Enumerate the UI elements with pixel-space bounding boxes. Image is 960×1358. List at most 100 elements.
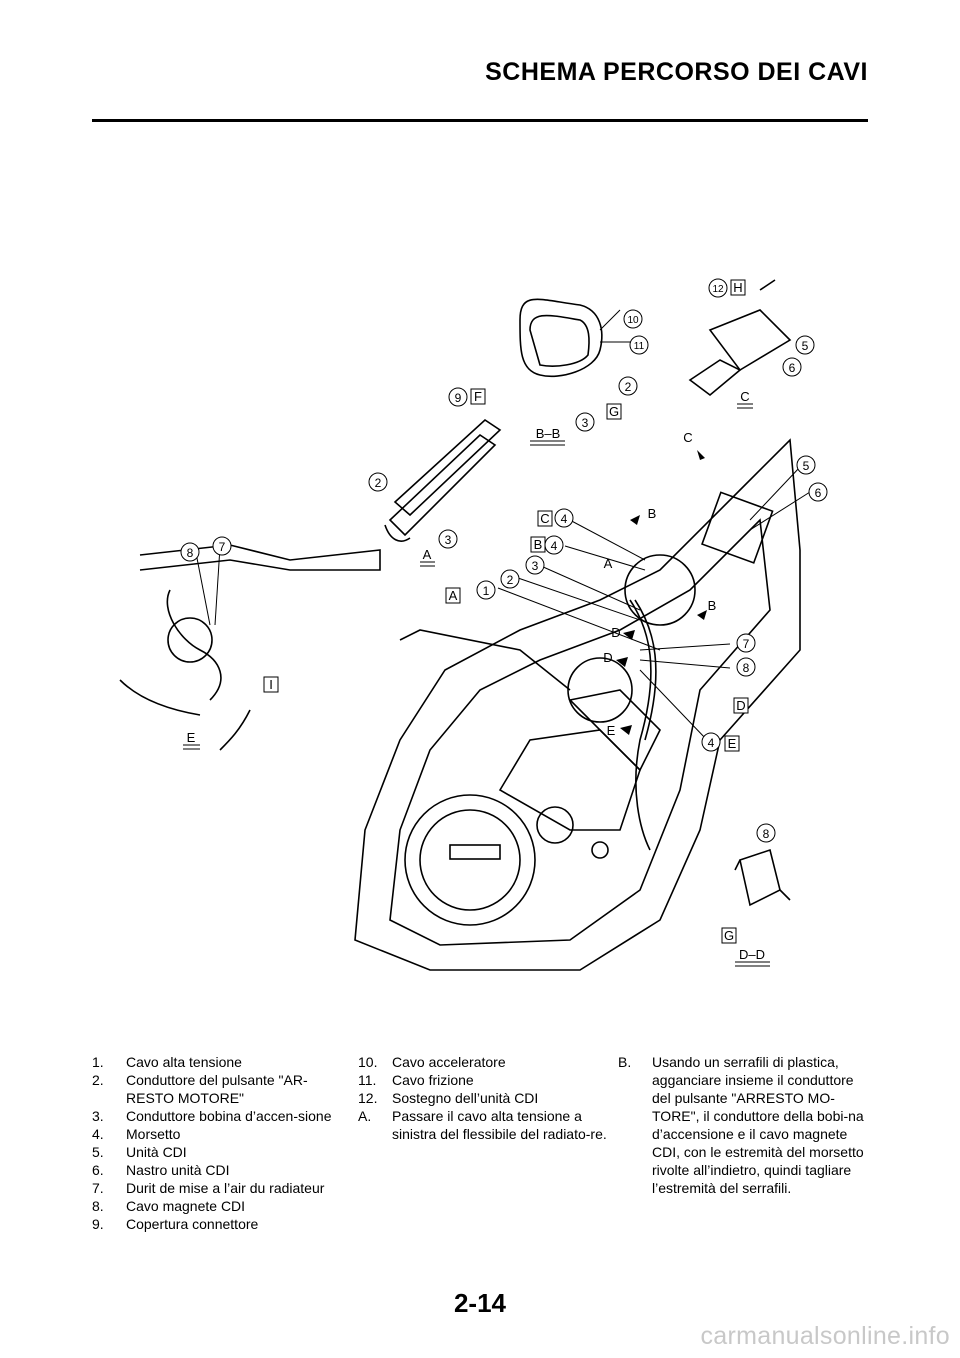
legend-item: B.Usando un serrafili di plastica, aggan…: [618, 1054, 864, 1196]
svg-text:3: 3: [532, 559, 539, 573]
section-box-f: F: [470, 388, 486, 405]
svg-text:10: 10: [627, 315, 639, 326]
callout-10: 10: [623, 309, 643, 329]
legend-item: 5.Unità CDI: [92, 1144, 187, 1160]
callout-6: 6: [808, 482, 828, 502]
page-number: 2-14: [453, 1288, 507, 1318]
section-box-h: H: [730, 279, 746, 296]
svg-text:B: B: [708, 598, 717, 613]
svg-text:G: G: [609, 404, 619, 419]
page-title: SCHEMA PERCORSO DEI CAVI: [485, 58, 868, 86]
callout-2c: 2: [618, 376, 638, 396]
detail-circle-a: [624, 554, 696, 626]
svg-text:5: 5: [802, 339, 809, 353]
legend-item: A.Passare il cavo alta tensione a sinist…: [358, 1108, 607, 1142]
svg-text:8: 8: [743, 661, 750, 675]
callout-8c: 8: [756, 823, 776, 843]
svg-text:11: 11: [634, 341, 645, 352]
svg-text:9: 9: [455, 391, 462, 405]
callout-11: 11: [629, 335, 649, 355]
section-box-i: I: [263, 676, 279, 693]
callout-4b: 4: [544, 535, 564, 555]
svg-text:12: 12: [712, 284, 724, 295]
svg-text:5: 5: [803, 459, 810, 473]
svg-text:E: E: [728, 736, 737, 751]
frame-outline: [354, 438, 801, 971]
callout-3c: 3: [575, 412, 595, 432]
view-label-e: E: [187, 730, 196, 745]
svg-text:F: F: [474, 389, 482, 404]
callout-7b: 7: [212, 536, 232, 556]
section-box-e: E: [724, 735, 740, 752]
section-box-d: D: [733, 697, 749, 714]
svg-text:4: 4: [551, 539, 558, 553]
section-box-c: C: [537, 510, 553, 527]
svg-text:C: C: [683, 430, 692, 445]
svg-text:3: 3: [445, 533, 452, 547]
section-box-g2: G: [721, 927, 737, 944]
callout-12: 12: [708, 278, 728, 298]
callout-8b: 8: [180, 542, 200, 562]
view-bb-sketch: [519, 298, 603, 377]
legend-item: 10.Cavo acceleratore: [358, 1054, 506, 1070]
svg-text:4: 4: [561, 512, 568, 526]
view-label-a: A: [423, 547, 432, 562]
legend-item: 9.Copertura connettore: [92, 1216, 259, 1232]
svg-text:6: 6: [815, 486, 822, 500]
svg-text:7: 7: [743, 637, 750, 651]
svg-text:C: C: [540, 511, 549, 526]
cable-bundle: [629, 599, 652, 851]
callout-6b: 6: [782, 357, 802, 377]
svg-text:1: 1: [483, 584, 490, 598]
callout-5: 5: [796, 455, 816, 475]
legend-column-2: 10.Cavo acceleratore 11.Cavo frizione 12…: [358, 1053, 608, 1143]
legend-item: 8.Cavo magnete CDI: [92, 1198, 246, 1214]
callout-5b: 5: [795, 335, 815, 355]
detail-circle: [567, 657, 633, 723]
view-e-sketch: [139, 544, 381, 571]
svg-text:6: 6: [789, 361, 796, 375]
legend-item: 3.Conduttore bobina d’accen-sione: [92, 1108, 332, 1124]
svg-text:D: D: [736, 698, 745, 713]
svg-text:8: 8: [187, 546, 194, 560]
legend-item: 6.Nastro unità CDI: [92, 1162, 230, 1178]
header-rule: [92, 119, 868, 122]
view-dd-sketch: [739, 848, 781, 907]
legend-item: 2.Conduttore del pulsante "AR-RESTO MOTO…: [92, 1072, 308, 1106]
svg-text:I: I: [269, 677, 273, 692]
view-c-sketch: [708, 309, 792, 372]
legend-column-3: B.Usando un serrafili di plastica, aggan…: [618, 1053, 873, 1197]
svg-text:D: D: [603, 650, 612, 665]
view-a-sketch: [388, 433, 497, 537]
svg-text:2: 2: [625, 380, 632, 394]
svg-text:A: A: [449, 588, 458, 603]
section-box-a: A: [445, 587, 461, 604]
svg-text:G: G: [724, 928, 734, 943]
view-label-c: C: [740, 389, 749, 404]
callout-4c: 4: [701, 732, 721, 752]
legend-column-1: 1. Cavo alta tensione 2.Conduttore del p…: [92, 1053, 342, 1233]
cdi-unit: [701, 491, 774, 564]
legend-item: 12.Sostegno dell’unità CDI: [358, 1090, 539, 1106]
engine-cover: [404, 794, 536, 926]
callout-7: 7: [736, 633, 756, 653]
frame-inner: [389, 518, 771, 946]
section-box-b: B: [530, 536, 546, 553]
callout-3b: 3: [438, 529, 458, 549]
frame-tube: [399, 629, 571, 691]
svg-text:H: H: [733, 280, 742, 295]
legend-item: 7.Durit de mise a l’air du radiateur: [92, 1180, 325, 1196]
callout-2: 2: [500, 569, 520, 589]
view-label-dd: D–D: [739, 947, 765, 962]
svg-text:B: B: [648, 506, 657, 521]
legend-item: 1. Cavo alta tensione: [92, 1054, 242, 1070]
view-label-bb: B–B: [536, 426, 561, 441]
svg-text:2: 2: [375, 476, 382, 490]
callout-4: 4: [554, 508, 574, 528]
callout-8: 8: [736, 657, 756, 677]
svg-text:E: E: [607, 723, 616, 738]
callout-9: 9: [448, 387, 468, 407]
callout-1: 1: [476, 580, 496, 600]
svg-text:3: 3: [582, 416, 589, 430]
legend-item: 11.Cavo frizione: [358, 1072, 474, 1088]
